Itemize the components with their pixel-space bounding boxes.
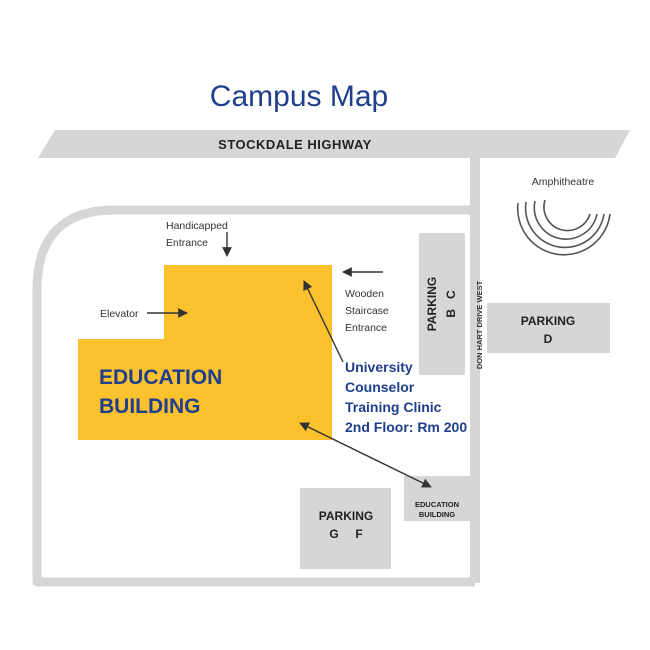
side-road-label: DON HART DRIVE WEST: [475, 280, 484, 369]
parking-bc-label: PARKING: [425, 277, 439, 331]
marker-line1: EDUCATION: [415, 500, 459, 509]
wooden-label-line3: Entrance: [345, 322, 387, 334]
wooden-label-line2: Staircase: [345, 305, 389, 317]
clinic-line4: 2nd Floor: Rm 200: [345, 419, 467, 435]
wooden-label-line1: Wooden: [345, 288, 384, 300]
education-building[interactable]: [78, 265, 332, 440]
parking-gf-letters: G F: [329, 527, 362, 541]
don-hart-drive-west: [470, 158, 480, 583]
parking-d-letter: D: [544, 332, 553, 346]
stockdale-highway: [38, 130, 630, 158]
amphitheatre-icon: [516, 199, 611, 256]
map-title: Campus Map: [210, 80, 388, 113]
parking-b-c[interactable]: [419, 233, 465, 375]
parking-d[interactable]: [487, 303, 610, 353]
handicapped-label-line1: Handicapped: [166, 220, 228, 232]
handicapped-label-line2: Entrance: [166, 237, 208, 249]
clinic-line1: University: [345, 359, 413, 375]
marker-link-arrow: [299, 422, 432, 488]
parking-bc-letters: B C: [444, 290, 458, 318]
clinic-line3: Training Clinic: [345, 399, 442, 415]
clinic-line2: Counselor: [345, 379, 415, 395]
parking-d-label: PARKING: [521, 314, 575, 328]
parking-g-f[interactable]: [300, 488, 391, 569]
elevator-label: Elevator: [100, 308, 139, 320]
parking-gf-label: PARKING: [319, 509, 373, 523]
highway-label: STOCKDALE HIGHWAY: [218, 137, 372, 152]
marker-line2: BUILDING: [419, 510, 455, 519]
campus-loop-road: [32, 205, 475, 587]
clinic-arrow: [303, 280, 344, 363]
building-name-line2: BUILDING: [99, 395, 201, 418]
building-name-line1: EDUCATION: [99, 366, 222, 389]
amphitheatre-label: Amphitheatre: [532, 176, 595, 188]
